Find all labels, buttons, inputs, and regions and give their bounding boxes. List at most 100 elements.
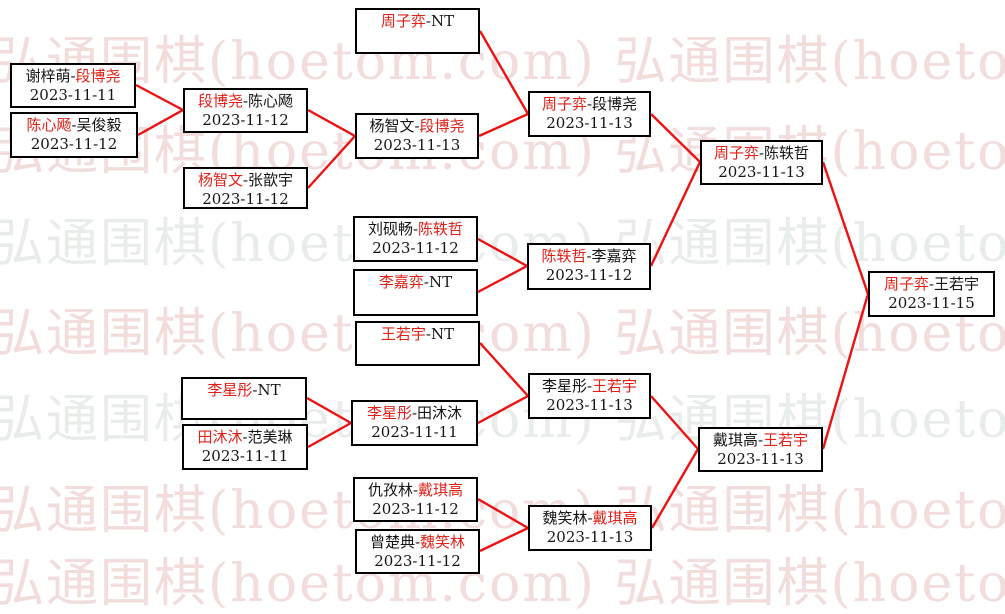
match-players: 刘砚畅-陈轶哲 bbox=[355, 220, 476, 239]
match-players: 李嘉弈-NT bbox=[355, 273, 476, 292]
player-right: 段博尧 bbox=[592, 95, 638, 113]
player-left: 谢梓萌 bbox=[25, 67, 71, 85]
vs-dash: - bbox=[414, 533, 421, 551]
match-players: 段博尧-陈心飏 bbox=[185, 92, 306, 111]
vs-dash: - bbox=[70, 67, 76, 85]
player-left: 李星彤 bbox=[366, 404, 412, 422]
match-players: 田沐沐-范美琳 bbox=[184, 428, 306, 447]
bracket-line bbox=[478, 112, 529, 138]
match-players: 李星彤-田沐沐 bbox=[353, 404, 476, 423]
player-right: 陈轶哲 bbox=[764, 144, 810, 162]
match-date: 2023-11-12 bbox=[202, 190, 289, 208]
player-right: 段博尧 bbox=[75, 67, 121, 85]
match-date bbox=[355, 292, 476, 311]
player-right: NT bbox=[257, 381, 281, 399]
vs-dash: - bbox=[586, 95, 593, 113]
match-players: 周子弈-段博尧 bbox=[530, 95, 649, 114]
player-left: 陈心飏 bbox=[26, 116, 72, 134]
player-left: 王若宇 bbox=[380, 325, 426, 343]
player-left: 刘砚畅 bbox=[367, 220, 413, 238]
match-date: 2023-11-12 bbox=[545, 266, 633, 284]
bracket-line bbox=[307, 108, 356, 138]
bracket-line bbox=[821, 161, 870, 295]
match-players: 周子弈-陈轶哲 bbox=[702, 144, 821, 163]
match-date: 2023-11-13 bbox=[546, 528, 634, 546]
vs-dash: - bbox=[71, 116, 77, 134]
player-left: 周子弈 bbox=[713, 144, 759, 162]
vs-dash: - bbox=[412, 481, 419, 499]
match-box-r3-wang-nt[interactable]: 王若宇-NT bbox=[355, 321, 480, 366]
player-right: NT bbox=[430, 325, 455, 343]
player-right: 魏笑林 bbox=[420, 533, 466, 551]
match-date: 2023-11-11 bbox=[201, 447, 289, 465]
bracket-line bbox=[135, 83, 184, 112]
match-date: 2023-11-13 bbox=[546, 396, 633, 414]
vs-dash: - bbox=[242, 92, 249, 110]
bracket-line bbox=[478, 30, 530, 115]
player-left: 周子弈 bbox=[883, 275, 929, 293]
vs-dash: - bbox=[758, 144, 765, 162]
bracket-line bbox=[650, 395, 699, 450]
match-players: 陈心飏-吴俊毅 bbox=[12, 116, 136, 135]
bracket-line bbox=[650, 113, 701, 163]
match-date: 2023-11-12 bbox=[202, 111, 289, 129]
match-box-r2-lixt-nt[interactable]: 李星彤-NT bbox=[181, 377, 307, 420]
bracket-line bbox=[306, 396, 352, 425]
bracket-line bbox=[477, 264, 528, 294]
player-right: 陈心飏 bbox=[248, 92, 294, 110]
match-date: 2023-11-11 bbox=[29, 86, 117, 104]
match-players: 魏笑林-戴琪高 bbox=[530, 509, 650, 528]
match-date: 2023-11-12 bbox=[30, 135, 118, 153]
match-date: 2023-11-13 bbox=[373, 136, 461, 154]
player-right: 张歆宇 bbox=[248, 171, 294, 189]
vs-dash: - bbox=[928, 275, 935, 293]
bracket-line bbox=[137, 108, 184, 137]
player-right: 陈轶哲 bbox=[418, 220, 464, 238]
player-left: 李嘉弈 bbox=[378, 273, 424, 291]
player-left: 戴琪高 bbox=[712, 431, 758, 449]
tournament-bracket: 弘通围棋(hoetom.com) 弘通围棋(hoetom.com)弘通围棋(ho… bbox=[0, 8, 1005, 610]
player-left: 仇孜林 bbox=[367, 481, 413, 499]
match-date: 2023-11-12 bbox=[372, 500, 459, 518]
vs-dash: - bbox=[412, 220, 419, 238]
match-box-r3-zhou-nt[interactable]: 周子弈-NT bbox=[355, 8, 480, 54]
match-date: 2023-11-11 bbox=[371, 423, 458, 441]
bracket-line bbox=[307, 135, 356, 189]
match-players: 杨智文-段博尧 bbox=[357, 117, 477, 136]
match-date bbox=[183, 400, 305, 419]
match-date: 2023-11-13 bbox=[718, 163, 805, 181]
match-date: 2023-11-13 bbox=[546, 114, 633, 132]
player-right: 吴俊毅 bbox=[76, 116, 122, 134]
player-left: 曾楚典 bbox=[369, 533, 415, 551]
match-box-r3-lijy-nt[interactable]: 李嘉弈-NT bbox=[353, 269, 478, 316]
bracket-line bbox=[479, 526, 529, 553]
match-players: 王若宇-NT bbox=[357, 325, 478, 344]
player-right: 王若宇 bbox=[934, 275, 980, 293]
match-date: 2023-11-12 bbox=[372, 239, 459, 257]
match-players: 戴琪高-王若宇 bbox=[700, 431, 821, 450]
bracket-line bbox=[307, 421, 352, 449]
player-right: 田沐沐 bbox=[417, 404, 463, 422]
vs-dash: - bbox=[587, 509, 593, 527]
player-right: 王若宇 bbox=[592, 377, 638, 395]
player-left: 田沐沐 bbox=[197, 428, 243, 446]
match-players: 李星彤-王若宇 bbox=[530, 377, 649, 396]
vs-dash: - bbox=[411, 404, 418, 422]
